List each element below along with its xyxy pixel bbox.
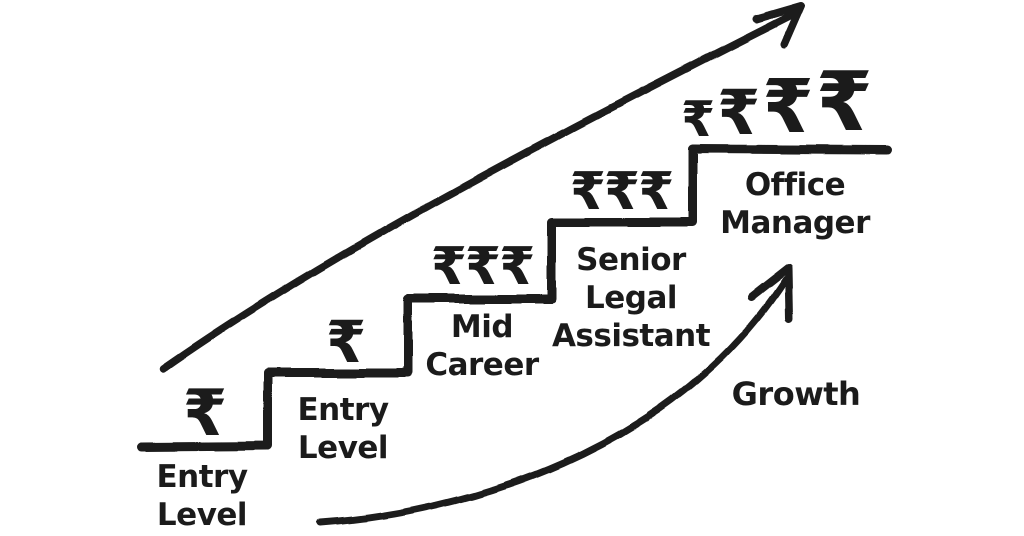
salary-symbol-step-2: ₹ (325, 308, 367, 376)
step-label-entry-level-1: Entry Level (156, 459, 248, 533)
salary-symbols-step-5: ₹ ₹ ₹ ₹ (681, 55, 873, 150)
rupee-icon: ₹ (717, 76, 761, 149)
salary-symbols-step-4: ₹₹₹ (569, 162, 675, 222)
salary-trend-arrow-head (752, 2, 805, 49)
growth-arrow-shaft (316, 276, 789, 527)
rupee-icon: ₹ (815, 55, 873, 150)
step-label-senior-legal-assistant: Senior Legal Assistant (551, 242, 711, 354)
step-label-mid-career: Mid Career (425, 309, 539, 383)
salary-symbol-step-1: ₹ (182, 377, 228, 451)
step-label-office-manager: Office Manager (720, 167, 870, 241)
salary-trend-arrow-shaft (159, 9, 800, 373)
rupee-icon: ₹ (681, 91, 716, 148)
staircase-outline (136, 144, 892, 452)
growth-arrow-head (747, 264, 793, 322)
growth-label: Growth (731, 375, 861, 413)
rupee-icon: ₹ (762, 64, 814, 150)
salary-symbols-step-3: ₹₹₹ (430, 237, 536, 297)
step-label-entry-level-2: Entry Level (297, 392, 389, 466)
